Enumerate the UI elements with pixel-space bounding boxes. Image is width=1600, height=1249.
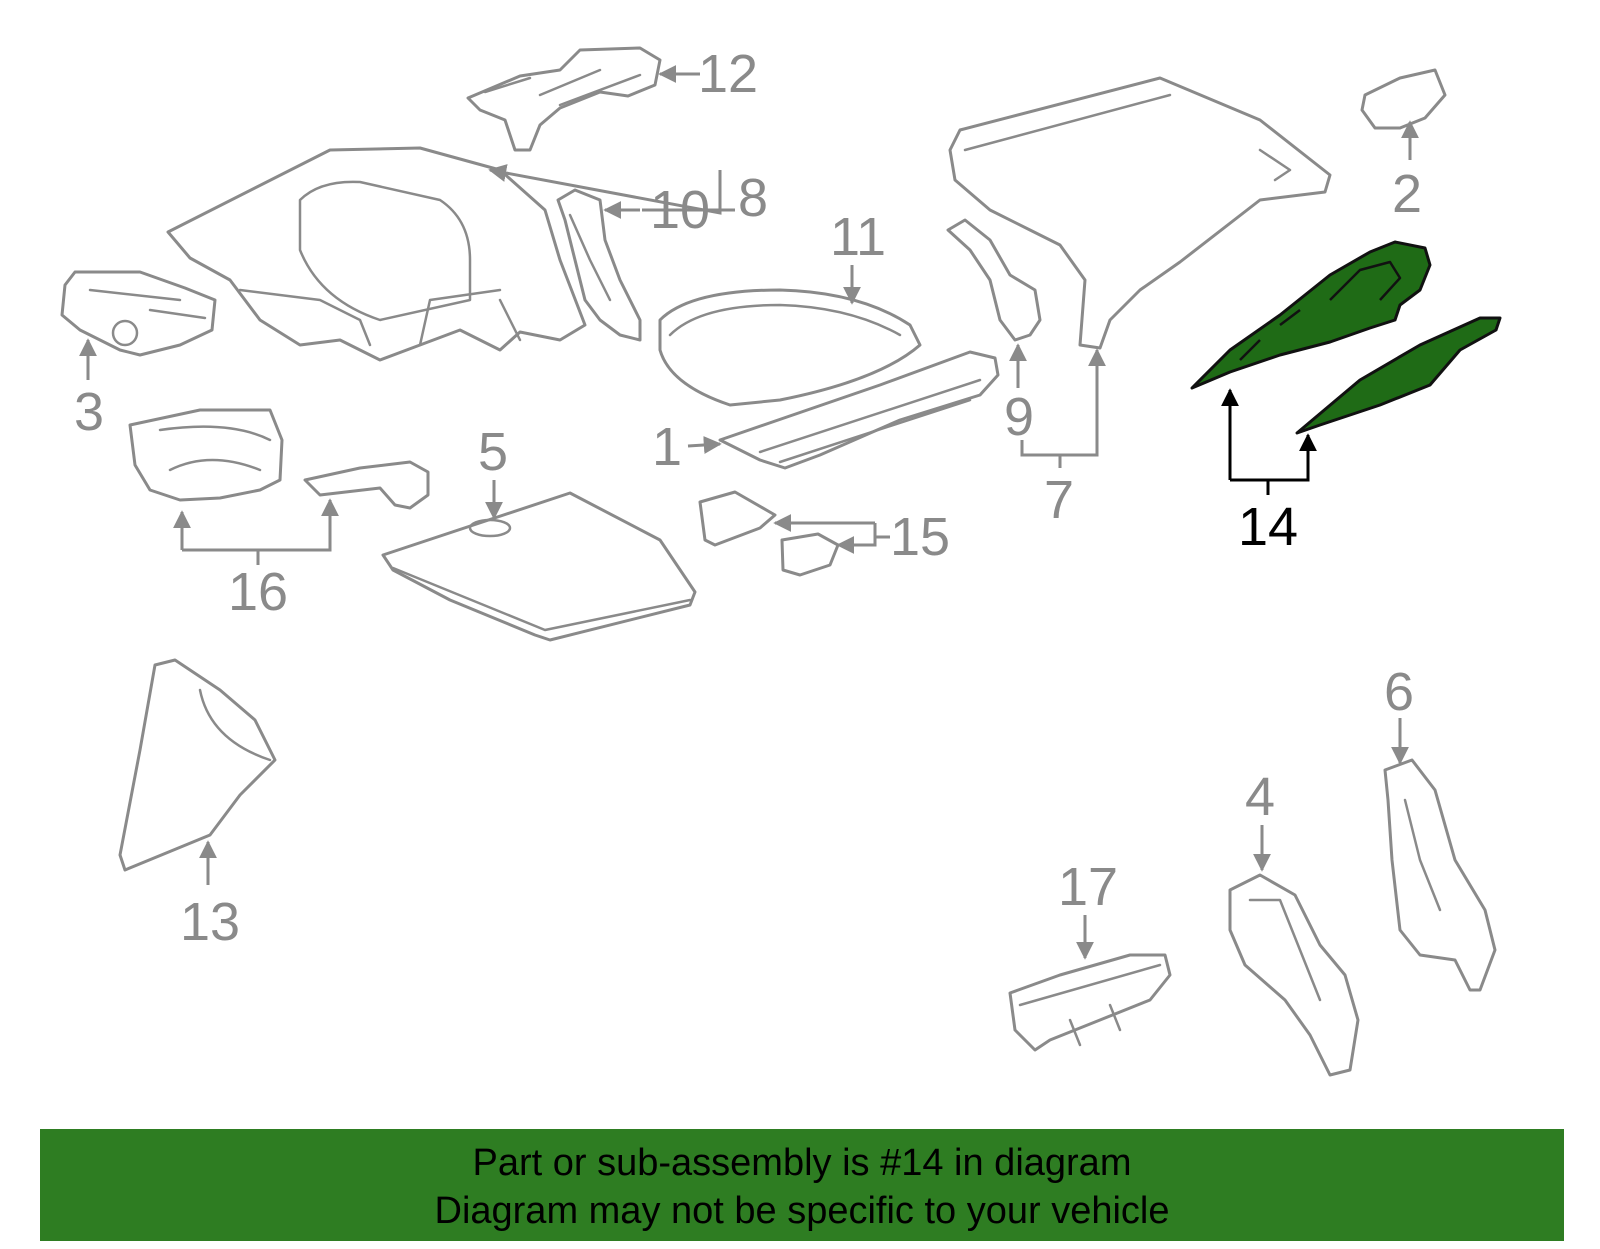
- part-5-floor-panel[interactable]: [381, 491, 697, 642]
- callout-1: 1: [652, 417, 682, 477]
- callout-3: 3: [74, 382, 104, 442]
- callout-labels: 12 8 10 11 3 1 5 16 15 9 7 2 14 13 17 4 …: [74, 44, 1422, 952]
- callout-8: 8: [738, 168, 768, 228]
- part-1-trim[interactable]: [718, 350, 1000, 470]
- callout-9: 9: [1004, 387, 1034, 447]
- callout-4: 4: [1245, 767, 1275, 827]
- callout-6: 6: [1384, 662, 1414, 722]
- part-13-side-panel[interactable]: [118, 658, 277, 872]
- part-12-bracket[interactable]: [466, 46, 662, 152]
- part-8-dash-panel[interactable]: [166, 146, 587, 362]
- part-16-assembly[interactable]: [128, 408, 430, 510]
- callout-7: 7: [1044, 470, 1074, 530]
- part-3-vent[interactable]: [60, 270, 217, 357]
- callout-14: 14: [1238, 497, 1298, 557]
- part-17-box[interactable]: [1008, 953, 1172, 1052]
- callout-2: 2: [1392, 164, 1422, 224]
- part-7-side-panel[interactable]: [948, 76, 1332, 350]
- callout-12: 12: [698, 44, 758, 104]
- callout-5: 5: [478, 422, 508, 482]
- leader-lines: [79, 65, 1419, 960]
- callout-17: 17: [1058, 857, 1118, 917]
- part-2-clip[interactable]: [1360, 68, 1447, 130]
- callout-16: 16: [228, 562, 288, 622]
- part-9-pillar[interactable]: [946, 218, 1042, 342]
- banner-line-disclaimer: Diagram may not be specific to your vehi…: [434, 1190, 1170, 1232]
- part-6-pillar-trim[interactable]: [1383, 758, 1497, 992]
- part-14-highlighted[interactable]: [1190, 240, 1502, 435]
- part-10-bracket[interactable]: [556, 188, 642, 342]
- info-banner: Part or sub-assembly is #14 in diagram D…: [40, 1129, 1564, 1241]
- part-15-assembly[interactable]: [698, 490, 840, 577]
- banner-line-part: Part or sub-assembly is #14 in diagram: [472, 1142, 1132, 1184]
- callout-10: 10: [650, 180, 710, 240]
- callout-11: 11: [830, 207, 886, 267]
- callout-15: 15: [890, 507, 950, 567]
- part-11-pad[interactable]: [658, 288, 922, 407]
- part-4-handle[interactable]: [1228, 873, 1360, 1077]
- callout-13: 13: [180, 892, 240, 952]
